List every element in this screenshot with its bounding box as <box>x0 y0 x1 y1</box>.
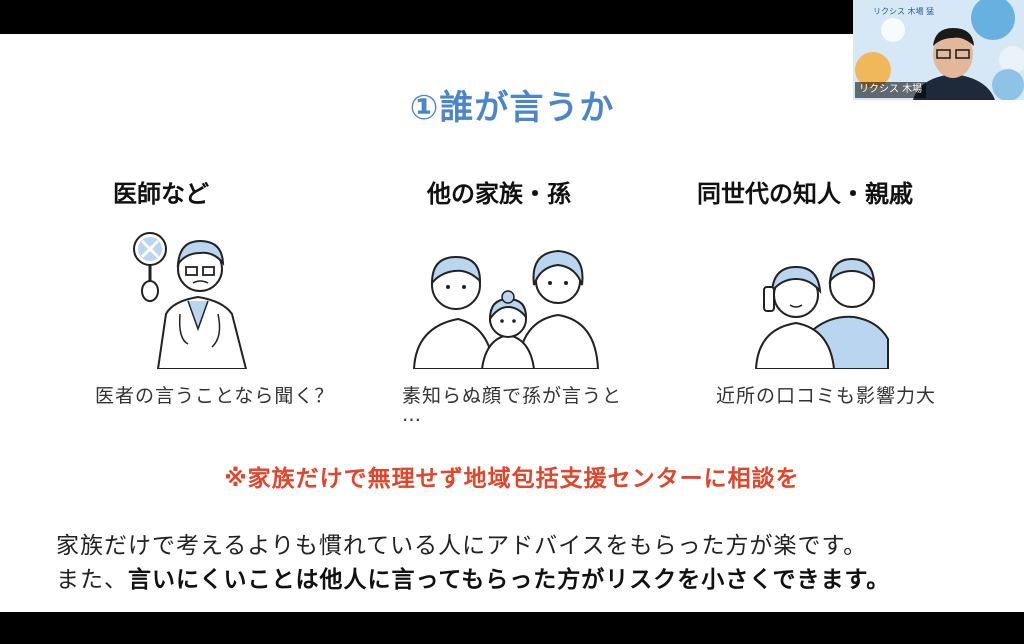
column-heading-doctor: 医師など <box>113 180 209 208</box>
column-heading-acquaintance: 同世代の知人・親戚 <box>697 180 913 208</box>
column-caption-acquaintance: 近所の口コミも影響力大 <box>716 385 937 407</box>
body-text-line2-prefix: また、 <box>56 567 128 593</box>
column-heading-family: 他の家族・孫 <box>427 180 571 208</box>
webcam-thumbnail[interactable]: リクシス 木場 猛 リクシス 木場 <box>853 0 1024 100</box>
warning-message: ※家族だけで無理せず地域包括支援センターに相談を <box>224 466 800 492</box>
column-caption-family-line2: … <box>402 404 422 426</box>
body-text-line2-emphasis: 言いにくいことは他人に言ってもらった方がリスクを小さくできます。 <box>128 567 891 593</box>
bottom-black-bar <box>0 612 1024 644</box>
column-caption-doctor: 医者の言うことなら聞く？ <box>95 385 335 407</box>
presentation-slide: ①誰が言うか 医師など 医者の言うことなら聞く？ 他の家族・孫 <box>0 34 1024 612</box>
body-text-line1: 家族だけで考えるよりも慣れている人にアドバイスをもらった方が楽です。 <box>56 533 868 559</box>
webcam-banner-text: リクシス 木場 猛 <box>873 7 935 16</box>
doctor-illustration <box>133 232 248 369</box>
webcam-participant-label: リクシス 木場 <box>855 82 927 98</box>
acquaintance-illustration <box>754 257 889 369</box>
body-text-line2: また、言いにくいことは他人に言ってもらった方がリスクを小さくできます。 <box>56 560 890 594</box>
column-caption-family-line1: 素知らぬ顔で孫が言うと <box>402 385 623 407</box>
family-illustration <box>412 249 600 369</box>
slide-title: ①誰が言うか <box>409 88 615 128</box>
